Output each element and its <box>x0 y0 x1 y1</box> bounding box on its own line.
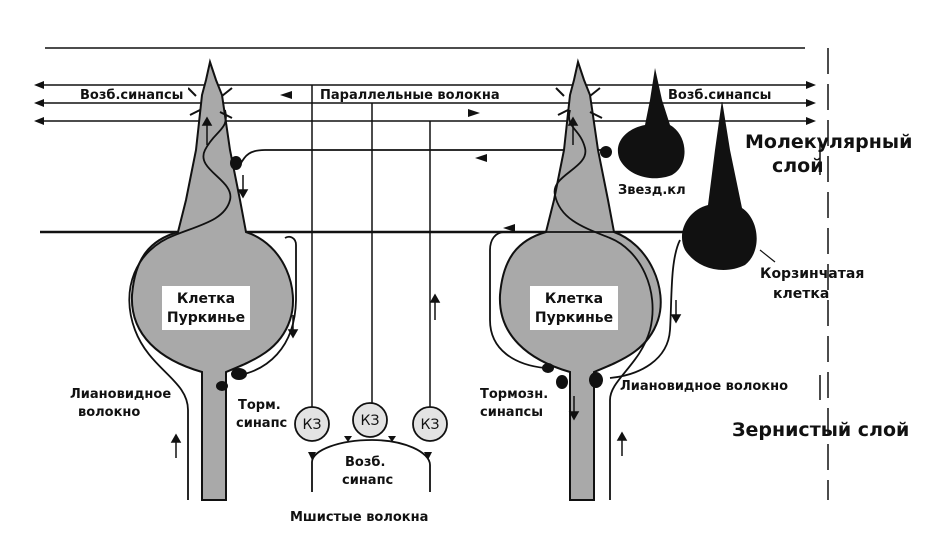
granule-cell-3: КЗ <box>412 406 448 442</box>
stellate-terminal-right <box>600 146 612 158</box>
basket-axon-left <box>239 235 297 376</box>
purkinje-left-dendrites <box>187 87 233 119</box>
svg-text:КЗ: КЗ <box>421 417 440 433</box>
basket-label-pointer <box>759 249 776 263</box>
purkinje-left-label-1: Клетка <box>177 291 235 307</box>
mossy-synapse-marks <box>308 436 432 460</box>
exc-synapses-right-label: Возб.синапсы <box>668 88 771 103</box>
inhib-synapses-right-label-2: синапсы <box>480 405 543 420</box>
inhib-synapse-left-label-2: синапс <box>236 416 287 431</box>
inhib-terminal-left <box>231 368 247 380</box>
basket-axon-right-descending <box>609 239 681 379</box>
climbing-terminal-right <box>589 372 603 388</box>
climbing-fiber-left <box>128 109 232 500</box>
stellate-cell <box>617 68 685 179</box>
granular-layer-label: Зернистый слой <box>732 419 909 441</box>
exc-synapse-bottom-label-1: Возб. <box>345 455 385 470</box>
purkinje-right-label-box <box>530 286 618 330</box>
purkinje-right-dendrites <box>555 87 603 119</box>
mossy-fibers-label: Мшистые волокна <box>290 510 428 525</box>
granule-axons <box>311 85 431 408</box>
purkinje-right-label-2: Пуркинье <box>535 310 613 326</box>
svg-text:КЗ: КЗ <box>361 413 380 429</box>
purkinje-left-label-box <box>162 286 250 330</box>
flow-arrows <box>170 116 682 458</box>
climbing-fiber-left-label-1: Лиановидное <box>70 387 171 402</box>
inhib-synapse-left-label-1: Торм. <box>238 398 281 413</box>
climbing-fiber-right-label: Лиановидное волокно <box>620 379 788 394</box>
parallel-fibers <box>40 84 810 122</box>
molecular-layer-label-1: Молекулярный <box>745 131 912 153</box>
purkinje-cell-left-body <box>130 58 294 501</box>
exc-synapses-left-label: Возб.синапсы <box>80 88 183 103</box>
climbing-fiber-right <box>553 109 654 500</box>
inhib-terminal-right <box>556 375 568 389</box>
parallel-fibers-label: Параллельные волокна <box>320 88 500 103</box>
molecular-layer-label-2: слой <box>772 155 824 177</box>
inhib-synapses-right-label-1: Тормозн. <box>480 387 548 402</box>
granule-cell-1: КЗ <box>294 406 330 442</box>
purkinje-right-label-1: Клетка <box>545 291 603 307</box>
stellate-axon-left <box>239 149 605 166</box>
basket-cell <box>681 100 757 270</box>
exc-synapse-bottom-label-2: синапс <box>342 473 393 488</box>
basket-cell-label-2: клетка <box>773 286 829 302</box>
climbing-fiber-left-label-2: волокно <box>78 405 140 420</box>
parallel-fiber-arrows <box>34 81 816 232</box>
svg-text:КЗ: КЗ <box>303 417 322 433</box>
purkinje-left-label-2: Пуркинье <box>167 310 245 326</box>
basket-axon-right <box>489 231 690 369</box>
granule-cell-2: КЗ <box>352 402 388 438</box>
inhib-terminal-left-2 <box>216 381 228 391</box>
stellate-cell-label: Звезд.кл <box>618 183 686 198</box>
basket-cell-label-1: Корзинчатая <box>760 266 864 282</box>
synapse-terminal-left <box>230 156 242 170</box>
inhib-terminal-right-2 <box>542 363 554 373</box>
purkinje-cell-right-body <box>498 58 662 501</box>
